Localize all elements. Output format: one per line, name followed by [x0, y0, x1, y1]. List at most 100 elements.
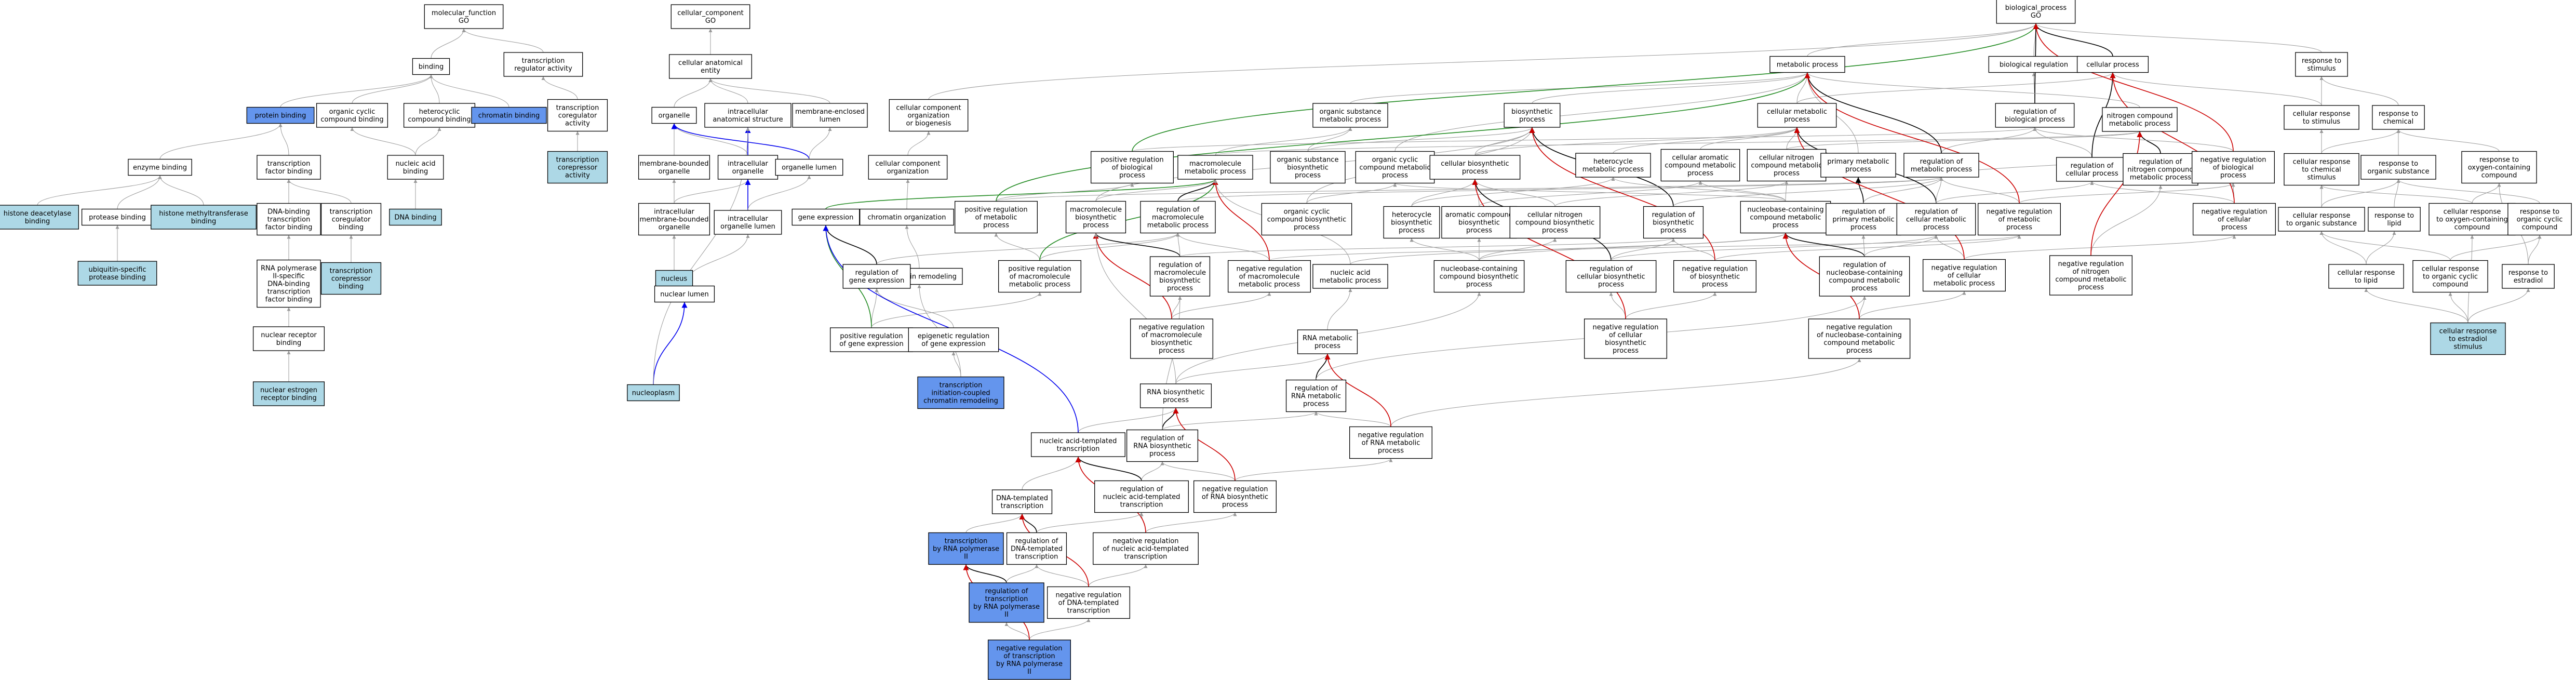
go-term-label: process: [1660, 227, 1686, 235]
go-term-label: process: [2220, 172, 2246, 180]
relation-edge: [1393, 183, 1786, 202]
relation-edge: [965, 513, 1024, 533]
relation-edge: [2319, 76, 2399, 106]
go-term-label: of metabolic: [1998, 216, 2041, 224]
go-term-label: cellular_component: [677, 9, 744, 17]
go-term-label: II: [964, 553, 968, 561]
go-term-label: biological regulation: [2000, 61, 2068, 69]
go-term-box: [1312, 264, 1388, 289]
go-term-label: process: [1542, 227, 1568, 235]
go-term-label: process: [1399, 227, 1425, 235]
go-term-label: DNA-binding: [267, 281, 310, 288]
relation-edge: [2090, 181, 2235, 204]
relation-edge: [823, 225, 877, 265]
go-term-label: regulation of: [2139, 158, 2182, 166]
go-term-box: [257, 203, 321, 236]
go-term-label: regulation of: [1120, 486, 1163, 494]
relation-edge: [1307, 127, 1352, 152]
go-term-label: cellular anatomical: [678, 59, 743, 67]
go-term-label: binding: [339, 283, 364, 291]
relation-edge: [278, 123, 289, 156]
relation-edge: [1804, 72, 2020, 204]
relation-edge: [2033, 23, 2113, 57]
go-term-label: of transcription: [1003, 652, 1055, 660]
go-term-label: regulation of: [2014, 108, 2057, 116]
go-term-label: process: [1378, 447, 1404, 455]
go-term-box: [0, 205, 79, 230]
go-term-label: process: [1613, 347, 1639, 355]
go-term-box: [547, 151, 608, 184]
go-term-box: [2372, 105, 2425, 130]
go-term-label: biosynthetic: [1511, 108, 1553, 116]
go-term-label: negative regulation: [1236, 265, 1302, 273]
relation-edge: [159, 123, 283, 159]
go-term-label: process: [1382, 172, 1408, 180]
go-term-label: by RNA polymerase: [973, 603, 1040, 611]
relation-edge: [809, 127, 832, 159]
relation-edge: [462, 28, 544, 53]
relation-edge: [875, 288, 954, 328]
go-term-label: cellular response: [2293, 158, 2351, 166]
relation-edge: [1171, 296, 1182, 319]
relation-edge: [906, 179, 910, 209]
go-term-box: [1584, 318, 1667, 359]
go-term-label: activity: [565, 172, 590, 180]
go-term-label: cellular metabolic: [1906, 216, 1966, 224]
relation-edge: [1863, 177, 1943, 204]
relation-edge: [708, 78, 830, 104]
go-term-node: protein binding: [246, 106, 315, 124]
relation-edge: [2528, 235, 2542, 265]
go-term-box: [2278, 207, 2365, 232]
relation-edge: [1269, 235, 2021, 261]
go-term-label: transcription: [1067, 607, 1110, 615]
relation-edge: [1859, 291, 1966, 319]
go-term-label: organelle lumen: [720, 223, 775, 231]
go-term-label: process: [1846, 347, 1872, 355]
go-term-box: [1090, 151, 1174, 184]
go-term-label: of macromolecule: [1142, 331, 1202, 339]
relation-edge: [2366, 231, 2396, 265]
go-term-label: of macromolecule: [1239, 273, 1300, 281]
relation-edge: [1936, 181, 2094, 204]
go-term-label: gene expression: [798, 214, 854, 222]
go-term-label: process: [1702, 281, 1728, 289]
go-term-box: [1065, 201, 1126, 234]
relation-edge: [825, 179, 1218, 210]
go-term-box: [1297, 329, 1358, 354]
go-term-box: [1193, 480, 1277, 513]
go-term-label: stimulus: [2307, 65, 2336, 73]
relation-edge: [2090, 185, 2163, 256]
relation-edge: [2394, 179, 2400, 208]
go-term-box: [320, 262, 382, 295]
go-term-label: process: [1923, 224, 1949, 232]
go-term-label: compound binding: [320, 116, 383, 124]
go-term-label: negative regulation: [1826, 324, 1892, 331]
go-term-box: [791, 208, 860, 226]
relation-edge: [37, 175, 162, 206]
relation-edge: [671, 123, 810, 159]
go-term-box: [424, 4, 504, 29]
relation-edge: [1804, 72, 1942, 154]
go-term-label: compound metabolic: [1665, 162, 1736, 170]
go-term-label: macromolecule: [1154, 269, 1206, 277]
go-term-label: anatomical structure: [713, 116, 783, 124]
relation-edge: [928, 23, 2038, 100]
go-term-box: [2368, 207, 2421, 232]
relation-edge: [117, 175, 162, 209]
go-term-box: [868, 155, 948, 180]
go-term-label: compound: [2481, 172, 2517, 180]
